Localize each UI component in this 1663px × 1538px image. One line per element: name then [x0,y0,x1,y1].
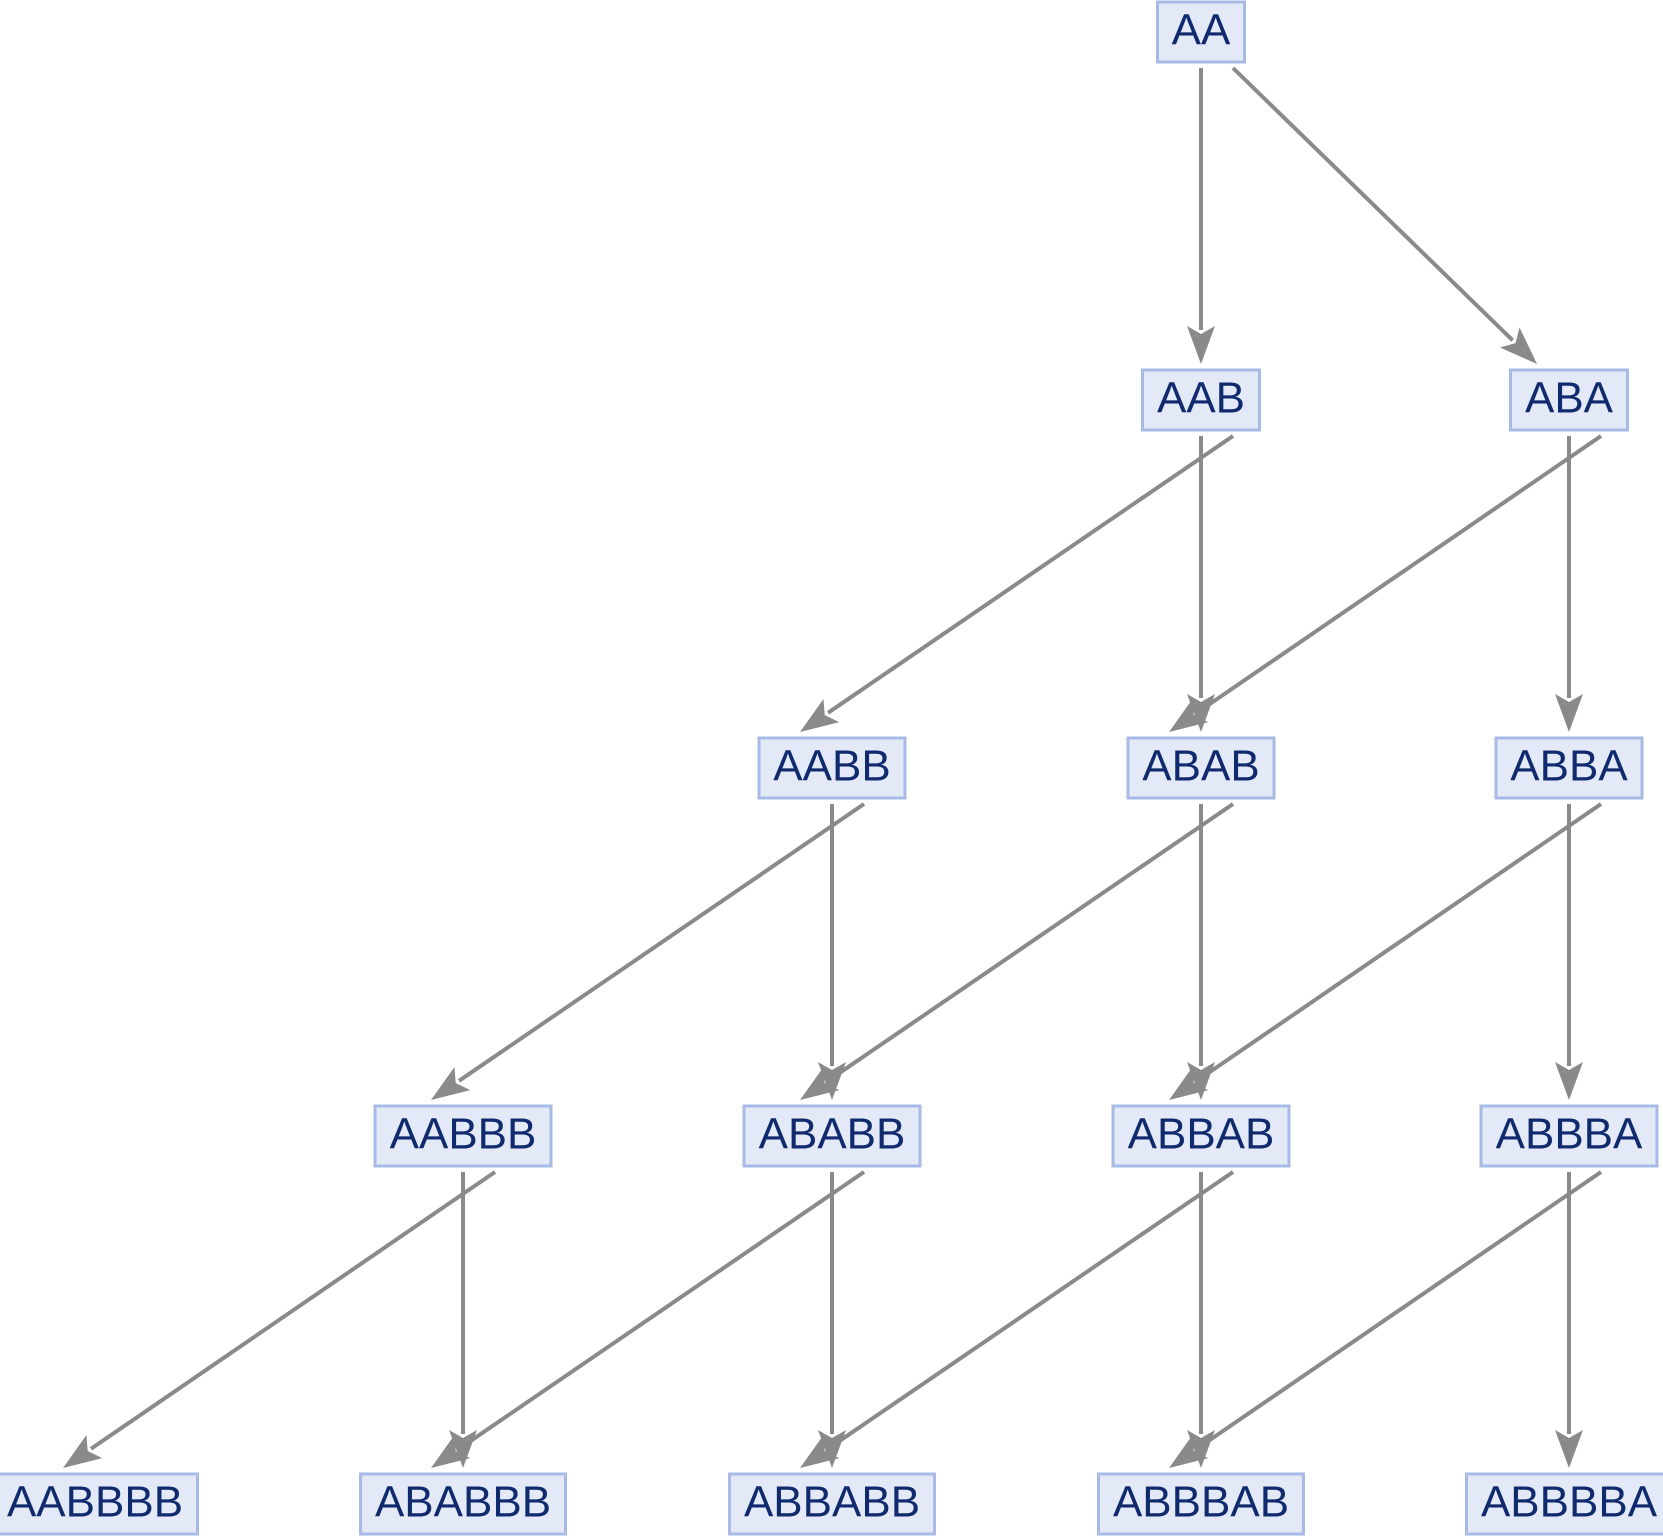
node-label-ABBBBA: ABBBBA [1481,1478,1658,1527]
node-box-ABBBA [1479,1104,1659,1168]
node-label-ABA: ABA [1525,374,1614,423]
node-ABBBAB: ABBBAB [1097,1472,1305,1536]
node-ABBAB: ABBAB [1111,1104,1291,1168]
arrowhead-AABB-to-AABBB [431,1066,471,1100]
node-box-ABBBBA [1465,1472,1663,1536]
arrowhead-AA-to-AAB [1187,326,1215,364]
arrowhead-ABBBA-to-ABBBBA [1555,1430,1583,1468]
node-box-ABBBAB [1097,1472,1305,1536]
node-label-ABBBAB: ABBBAB [1113,1478,1289,1527]
node-label-ABBAB: ABBAB [1128,1110,1275,1159]
edge-AABBB-to-AABBBB [89,1170,497,1451]
edge-AAB-to-AABB [826,434,1235,715]
arrowhead-ABBBA-to-ABBBAB [1169,1434,1209,1468]
node-ABABB: ABABB [742,1104,922,1168]
arrowhead-ABA-to-ABBA [1555,694,1583,732]
edge-AABB-to-AABBB [457,802,866,1083]
node-label-ABABB: ABABB [759,1110,906,1159]
node-box-ABBABB [728,1472,936,1536]
edges-layer [63,66,1603,1468]
node-ABBBBA: ABBBBA [1465,1472,1663,1536]
node-label-ABABBB: ABABBB [375,1478,551,1527]
node-label-AAB: AAB [1157,374,1245,423]
node-ABBABB: ABBABB [728,1472,936,1536]
node-label-AABBBB: AABBBB [7,1478,183,1527]
node-label-ABBBA: ABBBA [1496,1110,1643,1159]
arrowhead-ABABB-to-ABABBB [431,1434,471,1468]
arrowhead-AABBB-to-AABBBB [63,1434,103,1468]
node-box-ABAB [1126,736,1276,800]
edge-AA-to-ABA [1231,66,1515,342]
arrowhead-ABA-to-ABAB [1169,698,1209,732]
node-box-AABBBB [0,1472,199,1536]
node-box-ABBAB [1111,1104,1291,1168]
node-ABA: ABA [1509,368,1629,432]
node-AABB: AABB [757,736,907,800]
node-label-ABBA: ABBA [1510,742,1628,791]
node-ABAB: ABAB [1126,736,1276,800]
node-box-AABBB [373,1104,553,1168]
node-box-AA [1156,0,1246,64]
edge-ABABB-to-ABABBB [457,1170,866,1451]
arrowhead-AA-to-ABA [1500,327,1537,364]
arrowhead-ABBA-to-ABBAB [1169,1066,1209,1100]
node-label-AA: AA [1172,6,1231,55]
node-box-ABABBB [359,1472,567,1536]
node-label-ABBABB: ABBABB [744,1478,920,1527]
arrowhead-ABBAB-to-ABBABB [800,1434,840,1468]
node-AA: AA [1156,0,1246,64]
node-ABBBA: ABBBA [1479,1104,1659,1168]
node-box-ABABB [742,1104,922,1168]
node-label-AABBB: AABBB [390,1110,537,1159]
node-AAB: AAB [1141,368,1261,432]
node-box-ABA [1509,368,1629,432]
node-ABABBB: ABABBB [359,1472,567,1536]
edge-ABBA-to-ABBAB [1195,802,1603,1083]
node-box-AABB [757,736,907,800]
node-box-ABBA [1494,736,1644,800]
edge-ABA-to-ABAB [1195,434,1603,715]
node-label-ABAB: ABAB [1142,742,1259,791]
edge-ABAB-to-ABABB [826,802,1235,1083]
arrowhead-AAB-to-AABB [800,698,840,732]
arrowhead-ABAB-to-ABABB [800,1066,840,1100]
edge-ABBBA-to-ABBBAB [1195,1170,1603,1451]
node-ABBA: ABBA [1494,736,1644,800]
arrowhead-ABBA-to-ABBBA [1555,1062,1583,1100]
edge-ABBAB-to-ABBABB [826,1170,1235,1451]
node-label-AABB: AABB [773,742,890,791]
node-AABBB: AABBB [373,1104,553,1168]
node-AABBBB: AABBBB [0,1472,199,1536]
node-box-AAB [1141,368,1261,432]
